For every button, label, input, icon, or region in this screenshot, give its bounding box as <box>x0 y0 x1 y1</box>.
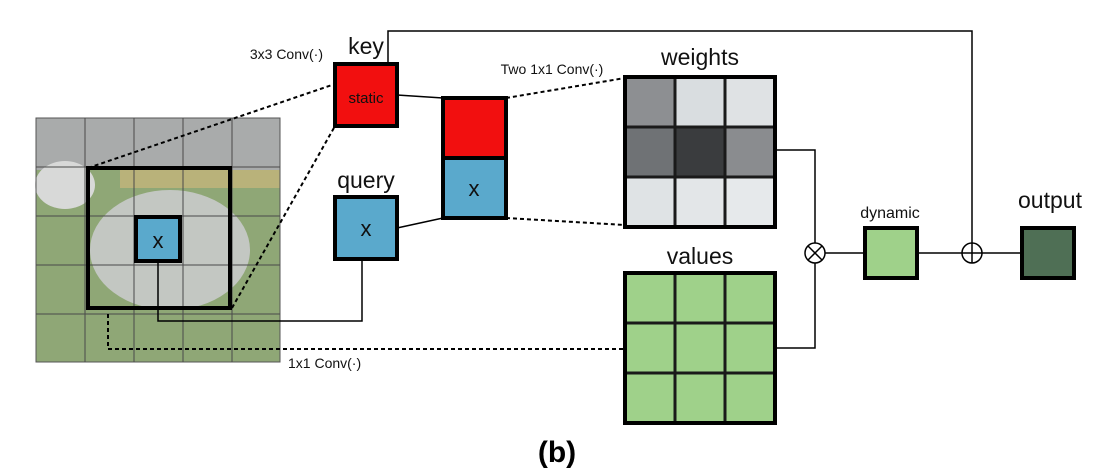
values-label: values <box>667 243 733 269</box>
figure-caption: (b) <box>538 436 576 468</box>
weights-grid-cell <box>673 125 727 179</box>
values-grid-cell <box>723 371 777 425</box>
dashed-image-to-values <box>107 314 625 350</box>
values-grid-cell <box>623 271 677 325</box>
weights-grid-cell <box>673 75 727 129</box>
query-x-label: x <box>361 216 372 241</box>
circled-plus-icon <box>961 242 983 264</box>
stack-query-box <box>441 156 508 220</box>
values-grid-cell <box>673 321 727 375</box>
weights-grid-cell <box>623 75 677 129</box>
image-border <box>35 117 281 363</box>
output-label: output <box>1018 187 1083 213</box>
weights-grid-cell <box>673 175 727 229</box>
line-values-to-multiply <box>775 263 816 349</box>
neighborhood-window <box>86 166 232 310</box>
dashed-stack-to-weights-bottom <box>505 217 626 226</box>
weights-grid-cell <box>723 125 777 179</box>
image-dog-head <box>35 161 95 209</box>
dynamic-label: dynamic <box>860 205 920 222</box>
dashed-stack-to-weights-top <box>505 77 626 99</box>
conv3x3-label: 3x3 Conv(·) <box>250 46 323 62</box>
stack-x-label: x <box>469 176 480 201</box>
connectors <box>87 30 1022 350</box>
dashed-window-to-key-top <box>87 83 336 169</box>
stack-key-box <box>441 96 508 160</box>
weights-grid-cell <box>723 75 777 129</box>
image-fence-region <box>120 170 280 188</box>
key-box <box>333 62 399 128</box>
key-label: key <box>348 33 384 59</box>
center-pixel-label: x <box>153 228 164 253</box>
values-grid-cell <box>723 271 777 325</box>
output-box <box>1020 226 1076 280</box>
values-grid-cell <box>673 271 727 325</box>
line-pixel-to-query <box>157 259 363 322</box>
values-grid-cell <box>623 321 677 375</box>
weights-label: weights <box>660 44 739 70</box>
weights-grid-cell <box>723 175 777 229</box>
values-grid <box>623 271 777 425</box>
query-box <box>333 195 399 261</box>
conv1x1-label: 1x1 Conv(·) <box>288 355 361 371</box>
input-image: x <box>35 117 281 363</box>
values-grid-cell <box>623 371 677 425</box>
values-grid-cell <box>673 371 727 425</box>
line-weights-to-multiply <box>775 149 816 243</box>
dynamic-box <box>863 226 919 280</box>
line-query-to-stack <box>396 217 444 229</box>
values-grid-border <box>623 271 777 425</box>
circled-times-icon <box>804 242 826 264</box>
weights-grid-cell <box>623 175 677 229</box>
weights-grid <box>623 75 777 229</box>
line-key-to-stack <box>396 94 444 99</box>
line-key-skip-to-add <box>387 30 973 243</box>
weights-grid-cell <box>623 125 677 179</box>
two-conv-label: Two 1x1 Conv(·) <box>501 61 604 77</box>
query-label: query <box>337 167 395 193</box>
weights-grid-border <box>623 75 777 229</box>
key-static-label: static <box>348 90 384 107</box>
values-grid-cell <box>723 321 777 375</box>
